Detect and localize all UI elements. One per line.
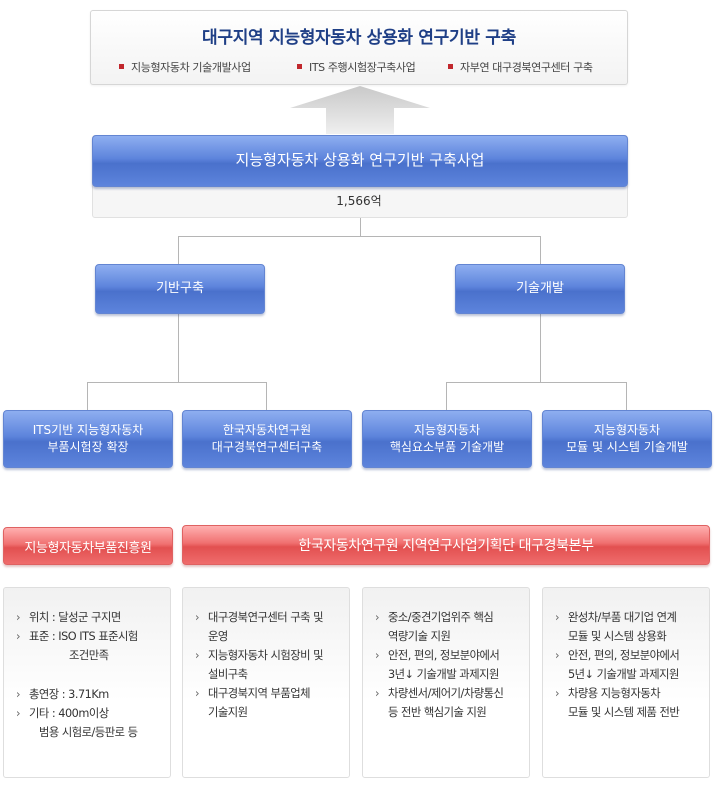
detail-item: 안전, 편의, 정보분야에서 5년↓ 기술개발 과제지원 bbox=[555, 646, 699, 684]
detail-line: 역량기술 지원 bbox=[388, 630, 451, 643]
subproject-module-box: 지능형자동차 모듈 및 시스템 기술개발 bbox=[542, 410, 712, 468]
detail-item: 완성차/부품 대기업 연계 모듈 및 시스템 상용화 bbox=[555, 608, 699, 646]
branch-tech-box: 기술개발 bbox=[455, 264, 625, 314]
detail-line: 중소/중견기업위주 핵심 bbox=[388, 611, 494, 624]
detail-box: 중소/중견기업위주 핵심 역량기술 지원 안전, 편의, 정보분야에서 3년↓ … bbox=[362, 587, 530, 778]
budget-label: 1,566억 bbox=[336, 194, 382, 208]
org-header-left: 지능형자동차부품진흥원 bbox=[3, 527, 173, 565]
subproject-katech-box: 한국자동차연구원 대구경북연구센터구축 bbox=[182, 410, 352, 468]
subproject-core-parts-box: 지능형자동차 핵심요소부품 기술개발 bbox=[362, 410, 532, 468]
bullet-square-icon bbox=[297, 64, 302, 69]
detail-item: 대구경북연구센터 구축 및 운영 bbox=[195, 608, 339, 646]
detail-line: 완성차/부품 대기업 연계 bbox=[568, 611, 677, 624]
subproject-its-box: ITS기반 지능형자동차 부품시험장 확장 bbox=[3, 410, 173, 468]
goal-item-label: 자부연 대구경북연구센터 구축 bbox=[460, 61, 593, 74]
detail-line: 지능형자동차 시험장비 및 bbox=[208, 649, 324, 662]
detail-item: 안전, 편의, 정보분야에서 3년↓ 기술개발 과제지원 bbox=[375, 646, 519, 684]
detail-item: 대구경북지역 부품업체 기술지원 bbox=[195, 684, 339, 722]
detail-line: 5년↓ 기술개발 과제지원 bbox=[568, 668, 679, 681]
detail-line: 대구경북연구센터 구축 및 bbox=[208, 611, 324, 624]
detail-item: 지능형자동차 시험장비 및 설비구축 bbox=[195, 646, 339, 684]
subproject-label-line: 모듈 및 시스템 기술개발 bbox=[566, 440, 688, 454]
detail-box: 위치 : 달성군 구지면 표준 : ISO ITS 표준시험 조건만족 총연장 … bbox=[3, 587, 171, 778]
subproject-label-line: 한국자동차연구원 bbox=[222, 422, 312, 437]
detail-item: 표준 : ISO ITS 표준시험 조건만족 bbox=[16, 627, 160, 665]
detail-box: 대구경북연구센터 구축 및 운영 지능형자동차 시험장비 및 설비구축 대구경북… bbox=[182, 587, 350, 778]
org-header-right: 한국자동차연구원 지역연구사업기획단 대구경북본부 bbox=[182, 525, 710, 565]
bullet-square-icon bbox=[119, 64, 124, 69]
detail-line: 대구경북지역 부품업체 bbox=[208, 687, 311, 700]
subproject-label-line: 지능형자동차 bbox=[413, 422, 481, 437]
detail-line: 등 전반 핵심기술 지원 bbox=[388, 706, 487, 719]
detail-item: 위치 : 달성군 구지면 bbox=[16, 608, 160, 627]
detail-line: 안전, 편의, 정보분야에서 bbox=[388, 649, 500, 662]
detail-item: 차량센서/제어기/차량통신 등 전반 핵심기술 지원 bbox=[375, 684, 519, 722]
detail-line: 표준 : ISO ITS 표준시험 bbox=[29, 630, 138, 643]
org-header-label: 지능형자동차부품진흥원 bbox=[24, 540, 152, 556]
detail-item: 차량용 지능형자동차 모듈 및 시스템 제품 전반 bbox=[555, 684, 699, 722]
detail-line: 조건만족 bbox=[69, 649, 109, 662]
main-project-box: 지능형자동차 상용화 연구기반 구축사업 bbox=[92, 135, 628, 187]
goal-box: 대구지역 지능형자동차 상용화 연구기반 구축 지능형자동차 기술개발사업 IT… bbox=[90, 10, 628, 85]
branch-infra-label: 기반구축 bbox=[156, 280, 204, 296]
detail-item: 총연장 : 3.71Km bbox=[16, 685, 160, 704]
up-arrow-icon bbox=[290, 86, 430, 134]
detail-box: 완성차/부품 대기업 연계 모듈 및 시스템 상용화 안전, 편의, 정보분야에… bbox=[542, 587, 710, 778]
branch-infra-box: 기반구축 bbox=[95, 264, 265, 314]
bullet-square-icon bbox=[448, 64, 453, 69]
detail-line: 3년↓ 기술개발 과제지원 bbox=[388, 668, 499, 681]
branch-tech-label: 기술개발 bbox=[516, 280, 564, 296]
goal-item-label: 지능형자동차 기술개발사업 bbox=[131, 61, 251, 74]
detail-item: 중소/중견기업위주 핵심 역량기술 지원 bbox=[375, 608, 519, 646]
detail-line: 모듈 및 시스템 상용화 bbox=[568, 630, 667, 643]
detail-line: 모듈 및 시스템 제품 전반 bbox=[568, 706, 680, 719]
goal-item-label: ITS 주행시험장구축사업 bbox=[309, 61, 416, 74]
subproject-label-line: 지능형자동차 bbox=[593, 422, 661, 437]
subproject-label-line: ITS기반 지능형자동차 bbox=[32, 422, 144, 437]
detail-line: 설비구축 bbox=[208, 668, 248, 681]
detail-line: 기술지원 bbox=[208, 706, 248, 719]
subproject-label-line: 대구경북연구센터구축 bbox=[211, 440, 323, 454]
detail-line: 차량센서/제어기/차량통신 bbox=[388, 687, 504, 700]
detail-item: 기타 : 400m이상 범용 시험로/등판로 등 bbox=[16, 704, 160, 742]
subproject-label-line: 핵심요소부품 기술개발 bbox=[389, 440, 505, 454]
detail-line: 운영 bbox=[208, 630, 228, 643]
detail-line: 기타 : 400m이상 bbox=[29, 707, 109, 720]
goal-title: 대구지역 지능형자동차 상용화 연구기반 구축 bbox=[202, 28, 516, 48]
subproject-label-line: 부품시험장 확장 bbox=[47, 440, 129, 454]
org-header-label: 한국자동차연구원 지역연구사업기획단 대구경북본부 bbox=[298, 538, 594, 554]
detail-line: 범용 시험로/등판로 등 bbox=[39, 726, 138, 739]
goal-item: ITS 주행시험장구축사업 bbox=[297, 59, 416, 75]
detail-line: 안전, 편의, 정보분야에서 bbox=[568, 649, 680, 662]
goal-item: 자부연 대구경북연구센터 구축 bbox=[448, 59, 593, 75]
detail-line: 차량용 지능형자동차 bbox=[568, 687, 661, 700]
detail-line: 총연장 : 3.71Km bbox=[29, 688, 109, 701]
detail-line: 위치 : 달성군 구지면 bbox=[29, 611, 121, 624]
main-project-title: 지능형자동차 상용화 연구기반 구축사업 bbox=[235, 151, 485, 170]
goal-item: 지능형자동차 기술개발사업 bbox=[119, 59, 251, 75]
